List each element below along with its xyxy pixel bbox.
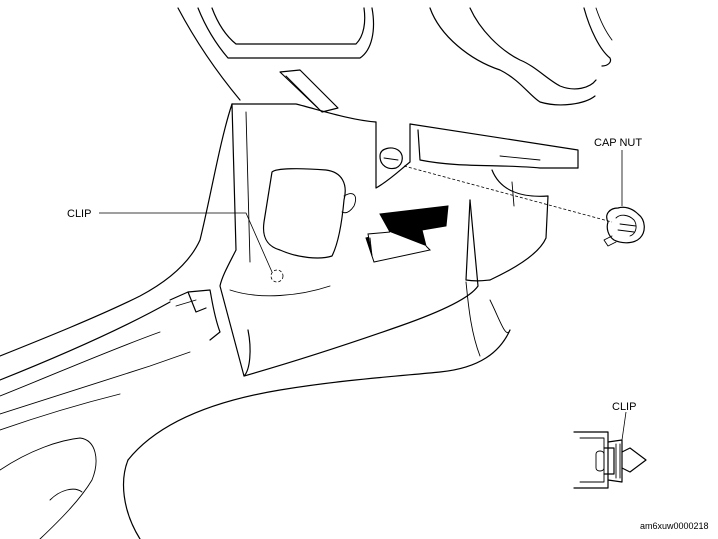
cap-nut-assembly (403, 165, 645, 247)
clip-detail-leader (621, 411, 627, 441)
clip-detail (573, 431, 647, 489)
side-trim-panel (219, 103, 479, 377)
removal-arrow (365, 205, 449, 263)
figure-code: am6xuw0000218 (640, 521, 709, 531)
leader-lines (99, 150, 627, 441)
clip-label: CLIP (67, 208, 91, 220)
clip-detail-label: CLIP (612, 401, 636, 413)
floor-sill (0, 103, 511, 539)
clip-main-leader (99, 212, 273, 273)
dashboard-structure (177, 7, 613, 282)
cap-nut-label: CAP NUT (594, 137, 642, 149)
